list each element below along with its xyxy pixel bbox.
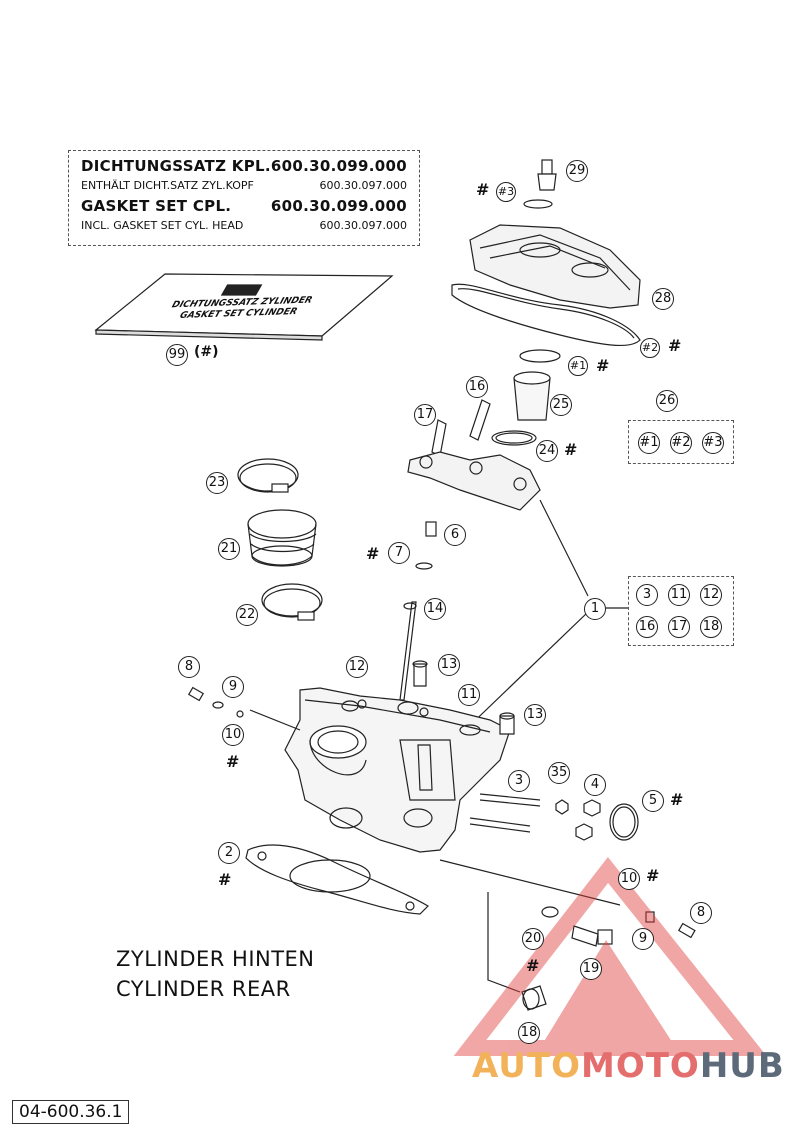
hash-marker: #	[218, 870, 232, 889]
valve-cover	[469, 224, 641, 309]
callout-group-18[interactable]: 18	[700, 616, 722, 638]
callout-24[interactable]: 24	[536, 440, 558, 462]
callout-group-kit-3[interactable]: #3	[702, 432, 724, 454]
contains-label-de: ENTHÄLT DICHT.SATZ ZYL.KOPF	[81, 179, 254, 192]
callout-29[interactable]: 29	[566, 160, 588, 182]
watermark-part-auto: AUTO	[472, 1046, 581, 1086]
callout-23[interactable]: 23	[206, 472, 228, 494]
callout-1-group	[628, 576, 734, 646]
contains-number-de: 600.30.097.000	[319, 179, 407, 192]
callout-kit-1[interactable]: #1	[568, 356, 588, 376]
contains-label-en: INCL. GASKET SET CYL. HEAD	[81, 219, 244, 232]
contains-number-en: 600.30.097.000	[319, 219, 407, 232]
watermark-triangle-logo	[453, 857, 767, 1056]
callout-28[interactable]: 28	[652, 288, 674, 310]
hash-marker: #	[226, 752, 240, 771]
hash-marker: #	[476, 180, 490, 199]
callout-7[interactable]: 7	[388, 542, 410, 564]
callout-group-11[interactable]: 11	[668, 584, 690, 606]
callout-6[interactable]: 6	[444, 524, 466, 546]
watermark-part-moto: MOTO	[580, 1046, 700, 1086]
hash-marker: #	[646, 866, 660, 885]
callout-kit-2[interactable]: #2	[640, 338, 660, 358]
callout-1[interactable]: 1	[584, 598, 606, 620]
callout-group-12[interactable]: 12	[700, 584, 722, 606]
callout-25[interactable]: 25	[550, 394, 572, 416]
hash-marker: #	[668, 336, 682, 355]
title-de: ZYLINDER HINTEN	[116, 947, 315, 971]
callout-8-b[interactable]: 8	[690, 902, 712, 924]
diagram-title: ZYLINDER HINTEN CYLINDER REAR	[116, 944, 315, 1004]
gasket-set-label-en: GASKET SET CPL.	[81, 197, 232, 215]
gasket-set-number-de: 600.30.099.000	[270, 157, 407, 175]
callout-13[interactable]: 13	[438, 654, 460, 676]
callout-21[interactable]: 21	[218, 538, 240, 560]
callout-9-b[interactable]: 9	[632, 928, 654, 950]
gasket-set-number-en: 600.30.099.000	[270, 197, 407, 215]
bearing-bridge	[407, 451, 541, 511]
callout-22[interactable]: 22	[236, 604, 258, 626]
title-en: CYLINDER REAR	[116, 977, 291, 1001]
callout-5[interactable]: 5	[642, 790, 664, 812]
callout-19[interactable]: 19	[580, 958, 602, 980]
callout-12[interactable]: 12	[346, 656, 368, 678]
callout-group-16[interactable]: 16	[636, 616, 658, 638]
callout-group-17[interactable]: 17	[668, 616, 690, 638]
diagram-code: 04-600.36.1	[12, 1100, 130, 1124]
gasket-set-info-box: DICHTUNGSSATZ KPL. 600.30.099.000 ENTHÄL…	[68, 150, 420, 246]
callout-13-b[interactable]: 13	[524, 704, 546, 726]
gasket-set-label-de: DICHTUNGSSATZ KPL.	[81, 157, 271, 175]
callout-2[interactable]: 2	[218, 842, 240, 864]
callout-8[interactable]: 8	[178, 656, 200, 678]
callout-16[interactable]: 16	[466, 376, 488, 398]
callout-10-b[interactable]: 10	[618, 868, 640, 890]
callout-3[interactable]: 3	[508, 770, 530, 792]
callout-9[interactable]: 9	[222, 676, 244, 698]
callout-4[interactable]: 4	[584, 774, 606, 796]
callout-group-3[interactable]: 3	[636, 584, 658, 606]
hash-marker: #	[526, 956, 540, 975]
callout-20[interactable]: 20	[522, 928, 544, 950]
callout-35[interactable]: 35	[548, 762, 570, 784]
hash-marker: #	[670, 790, 684, 809]
callout-26[interactable]: 26	[656, 390, 678, 412]
package-suffix: (#)	[194, 344, 219, 360]
hash-marker: #	[596, 356, 610, 375]
hash-marker: #	[366, 544, 380, 563]
callout-group-kit-2[interactable]: #2	[670, 432, 692, 454]
valve-cover-gasket	[451, 283, 641, 347]
callout-99[interactable]: 99	[166, 344, 188, 366]
watermark-text: AUTOMOTOHUB	[472, 1046, 785, 1086]
head-gasket	[245, 844, 429, 915]
kit-26-group	[628, 420, 734, 464]
callout-17[interactable]: 17	[414, 404, 436, 426]
hash-marker: #	[564, 440, 578, 459]
watermark-part-hub: HUB	[699, 1046, 785, 1086]
callout-11[interactable]: 11	[458, 684, 480, 706]
callout-18[interactable]: 18	[518, 1022, 540, 1044]
callout-14[interactable]: 14	[424, 598, 446, 620]
callout-group-kit-1[interactable]: #1	[638, 432, 660, 454]
ktm-logo-mark	[220, 284, 263, 296]
callout-kit-3[interactable]: #3	[496, 182, 516, 202]
callout-10[interactable]: 10	[222, 724, 244, 746]
